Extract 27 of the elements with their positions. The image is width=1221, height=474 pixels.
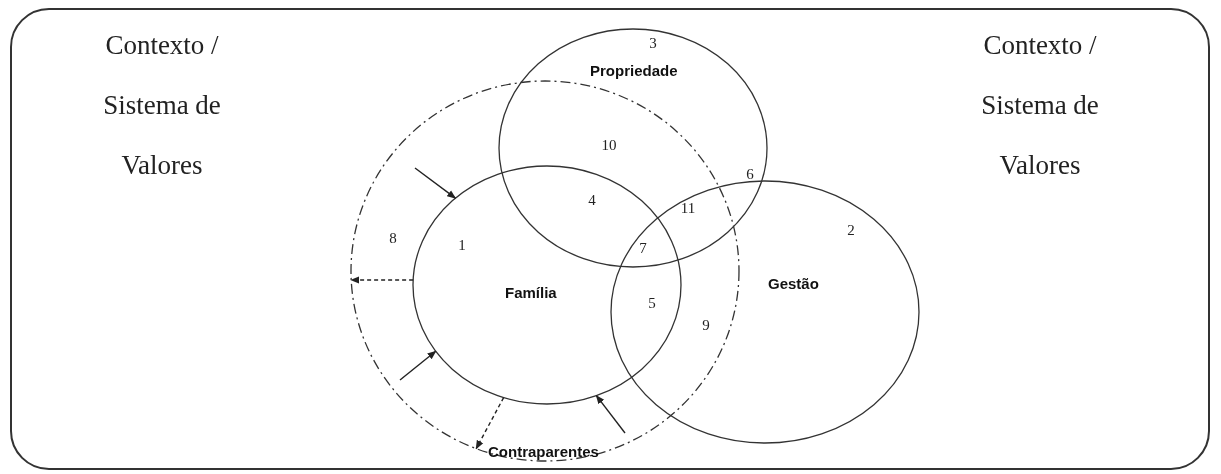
region-number: 1 xyxy=(458,236,466,254)
region-number: 3 xyxy=(649,34,657,52)
context-label: Contexto / Sistema de Valores xyxy=(102,29,222,182)
region-number: 2 xyxy=(847,221,855,239)
arrow xyxy=(350,276,414,284)
region-number: 5 xyxy=(648,294,656,312)
region-number: 10 xyxy=(601,136,617,154)
circle-label: Contraparentes xyxy=(488,443,599,460)
region-number: 7 xyxy=(639,239,647,257)
region-number: 6 xyxy=(746,165,754,183)
circle-label: Gestão xyxy=(768,275,819,292)
arrow xyxy=(475,396,505,450)
arrow xyxy=(399,350,437,381)
ownership-circle xyxy=(498,28,768,268)
family-circle xyxy=(412,165,682,405)
dashed-circle xyxy=(350,80,740,462)
region-number: 8 xyxy=(389,229,397,247)
circle-label: Família xyxy=(505,284,557,301)
region-number: 4 xyxy=(588,191,596,209)
arrow xyxy=(414,167,457,199)
arrow xyxy=(595,394,626,434)
region-number: 9 xyxy=(702,316,710,334)
circle-label: Propriedade xyxy=(590,62,678,79)
context-frame xyxy=(10,8,1210,470)
management-circle xyxy=(610,180,920,444)
context-label: Contexto / Sistema de Valores xyxy=(980,29,1100,182)
region-number: 11 xyxy=(680,199,696,217)
